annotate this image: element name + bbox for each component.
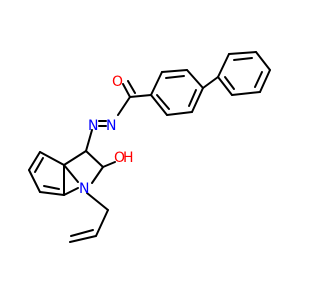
- biaryl-bond: [202, 76, 219, 89]
- indole-nitrogen-label: N: [79, 181, 89, 197]
- molecule-structure: O N N O H N: [0, 0, 300, 300]
- indolinone-five-ring: [63, 150, 116, 184]
- amide-oxygen-label: O: [112, 74, 123, 90]
- azo-nitrogen-1-label: N: [106, 118, 116, 134]
- allyl-chain: [69, 192, 109, 243]
- canvas-background: [0, 0, 300, 300]
- terminal-phenyl-ring: [217, 51, 271, 96]
- azo-nitrogen-2-label: N: [88, 118, 98, 134]
- lactam-oxygen-label: O: [114, 150, 125, 166]
- benzo-ring: [28, 151, 79, 196]
- lactam-hydrogen-label: H: [123, 150, 134, 166]
- amide-group: [117, 80, 152, 116]
- central-phenyl-ring: [150, 69, 204, 116]
- azo-linkage: [85, 120, 107, 152]
